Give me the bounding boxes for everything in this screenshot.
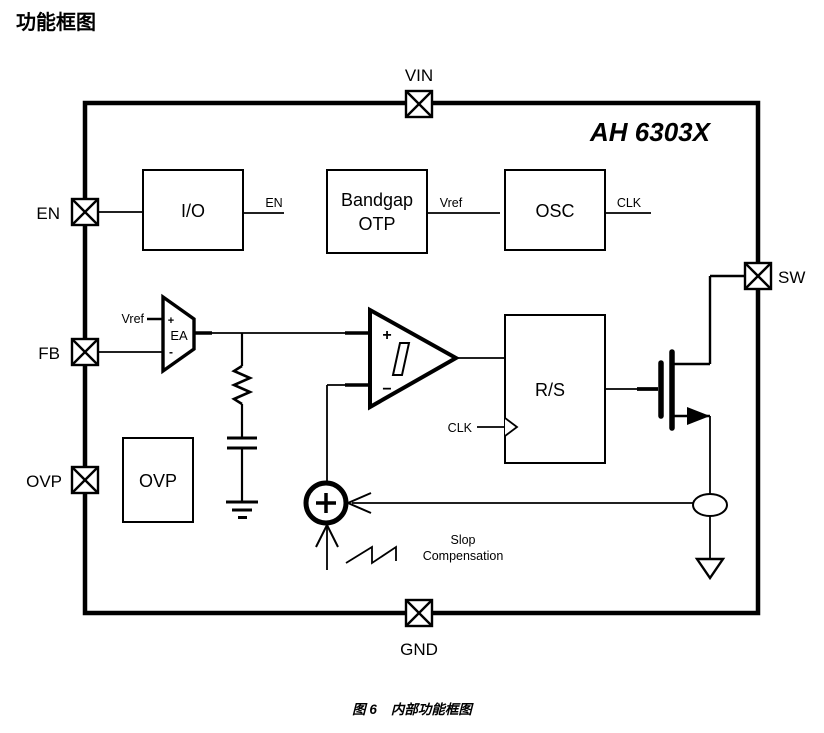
- svg-text:I/O: I/O: [181, 201, 205, 221]
- pin-label-sw: SW: [778, 268, 805, 287]
- pin-pad-en: [70, 197, 100, 227]
- svg-text:-: -: [169, 345, 173, 359]
- pin-pad-fb: [70, 337, 100, 367]
- blocks: I/O Bandgap OTP OSC R/S OVP: [122, 169, 606, 523]
- pin-label-ovp: OVP: [26, 472, 62, 491]
- svg-text:OVP: OVP: [139, 471, 177, 491]
- svg-text:+: +: [382, 327, 391, 344]
- figure-caption: 图 6 内部功能框图: [0, 698, 824, 718]
- clock-edge-icon: [504, 417, 519, 437]
- mosfet-source-arrow: [687, 407, 710, 425]
- svg-text:R/S: R/S: [535, 380, 565, 400]
- sawtooth-icon: [345, 545, 397, 565]
- summing-junction: [303, 480, 349, 526]
- chip-name: AH 6303X: [589, 117, 712, 147]
- figure-caption-text: 内部功能框图: [390, 702, 472, 717]
- svg-text:+: +: [168, 315, 174, 327]
- power-mosfet: [658, 349, 710, 431]
- signal-label-clk-out: CLK: [617, 196, 642, 210]
- signal-label-vref-in: Vref: [122, 312, 145, 326]
- ground-icon-rc: [226, 500, 258, 519]
- pin-pad-sw: [743, 261, 773, 291]
- figure-caption-number: 图 6: [352, 702, 377, 717]
- signal-label-clk-in: CLK: [448, 421, 473, 435]
- comparator-icon: [368, 306, 461, 411]
- resistor-icon: [230, 364, 254, 406]
- pwm-comparator: + −: [368, 306, 461, 411]
- ground-triangle-icon: [694, 557, 726, 581]
- signal-label-en-out: EN: [265, 196, 282, 210]
- pin-pads: [70, 89, 773, 628]
- wires: [98, 211, 745, 570]
- svg-text:Bandgap: Bandgap: [341, 190, 413, 210]
- bandgap-otp-block: Bandgap OTP: [326, 169, 428, 254]
- pin-label-gnd: GND: [400, 640, 438, 659]
- signal-labels: EN Vref CLK Vref CLK Slop Compensation: [122, 196, 642, 563]
- svg-text:OSC: OSC: [535, 201, 574, 221]
- svg-text:OTP: OTP: [358, 214, 395, 234]
- rs-latch-block: R/S: [504, 314, 606, 464]
- pin-pad-gnd: [404, 598, 434, 628]
- pin-label-en: EN: [36, 204, 60, 223]
- osc-block: OSC: [504, 169, 606, 251]
- slope-comp-label-line1: Slop: [450, 533, 475, 547]
- hysteresis-icon: [391, 342, 411, 376]
- pin-label-vin: VIN: [405, 66, 433, 85]
- svg-text:−: −: [382, 381, 391, 398]
- error-amplifier: + EA -: [161, 293, 196, 375]
- pin-pad-ovp: [70, 465, 100, 495]
- page-title: 功能框图: [16, 12, 96, 34]
- svg-text:EA: EA: [170, 328, 188, 343]
- io-block: I/O: [142, 169, 244, 251]
- slope-comp-label-line2: Compensation: [423, 549, 504, 563]
- ovp-block: OVP: [122, 437, 194, 523]
- pin-label-fb: FB: [38, 344, 60, 363]
- current-sense-icon: [692, 493, 728, 517]
- ground-symbols: [226, 500, 726, 581]
- pin-labels: VIN EN FB OVP SW GND: [26, 66, 805, 659]
- error-amplifier-icon: [161, 293, 196, 375]
- signal-label-vref-out: Vref: [440, 196, 463, 210]
- sum-plus-icon: [316, 493, 336, 513]
- pin-pad-vin: [404, 89, 434, 119]
